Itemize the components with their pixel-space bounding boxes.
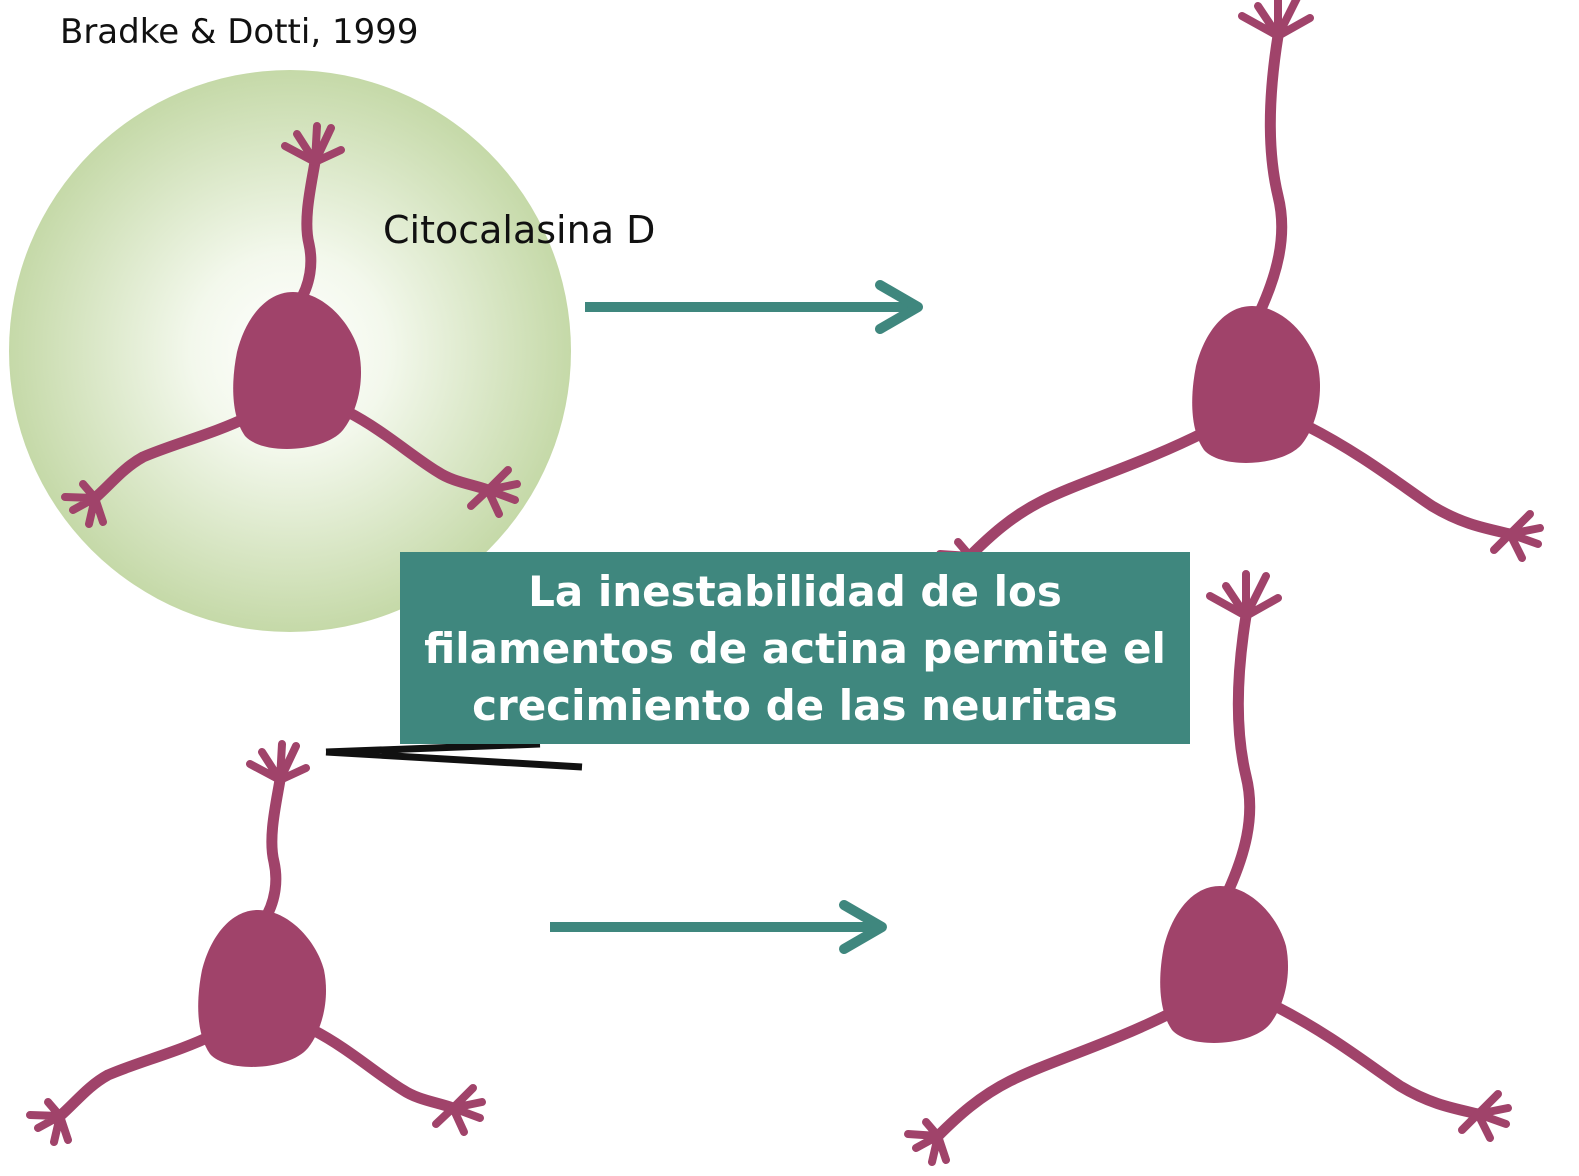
neuron-top-right	[940, 0, 1540, 582]
callout-line-1: La inestabilidad de los	[528, 566, 1062, 616]
neuron-bottom-left	[30, 744, 482, 1142]
arrow-top	[585, 280, 923, 334]
callout-pointer	[325, 740, 583, 771]
citation: Bradke & Dotti, 1999	[60, 12, 419, 52]
callout-box: La inestabilidad de los filamentos de ac…	[400, 552, 1190, 744]
callout-line-2: filamentos de actina permite el	[424, 623, 1166, 673]
treatment-label: Citocalasina D	[383, 208, 656, 252]
callout-line-3: crecimiento de las neuritas	[472, 680, 1118, 730]
arrow-bottom	[550, 900, 887, 954]
